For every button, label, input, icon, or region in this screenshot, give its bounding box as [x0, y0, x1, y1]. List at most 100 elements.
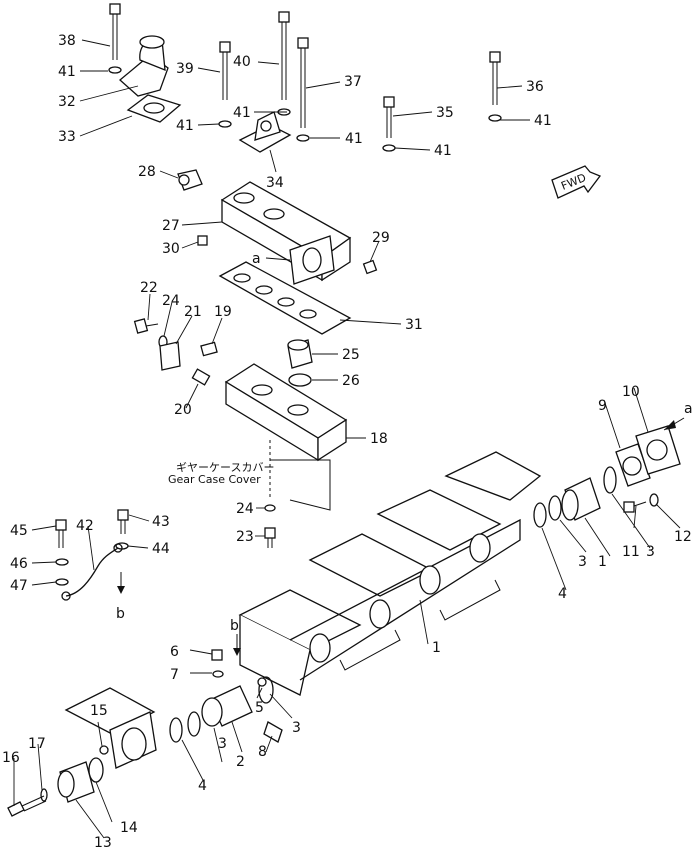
callout-14: 14: [120, 820, 138, 836]
callout-39: 39: [176, 61, 194, 77]
gear-case-cover: ギヤーケースカバー Gear Case Cover: [168, 440, 331, 511]
callout-5: 5: [255, 700, 264, 716]
plug-30: [197, 235, 208, 246]
flange-13: [57, 761, 95, 803]
bracket-21: [159, 341, 181, 371]
callout-41-b: 41: [176, 118, 194, 134]
callout-3-c: 3: [292, 720, 301, 736]
bolt-22: [133, 318, 159, 334]
spring-19: [200, 341, 218, 357]
callout-45: 45: [10, 523, 28, 539]
callout-24-b: 24: [236, 501, 254, 517]
callout-32: 32: [58, 94, 76, 110]
oring-14: [88, 757, 104, 783]
callout-15: 15: [90, 703, 108, 719]
callout-1: 1: [432, 640, 441, 656]
callout-47: 47: [10, 578, 28, 594]
oring-3-left-2: [187, 711, 201, 737]
callout-23: 23: [236, 529, 254, 545]
water-pipe-1: [309, 533, 501, 671]
seal-26: [288, 373, 312, 387]
bolt-38: [109, 3, 121, 60]
fitting-28: [177, 169, 203, 191]
bolt-35: [382, 96, 396, 152]
callout-16: 16: [2, 750, 20, 766]
bolt-39: [219, 41, 231, 100]
callout-10: 10: [622, 384, 640, 400]
plug-6: [211, 649, 223, 661]
callout-41-c: 41: [233, 105, 251, 121]
callout-27: 27: [162, 218, 180, 234]
bolt-40: [278, 11, 290, 100]
callout-24-a: 24: [162, 293, 180, 309]
manifold-27: [220, 181, 352, 285]
callout-38: 38: [58, 33, 76, 49]
connector-2: [201, 685, 253, 727]
washer-47: [55, 578, 69, 586]
callout-6: 6: [170, 644, 179, 660]
callout-8: 8: [258, 744, 267, 760]
elbow-flange-32: [119, 35, 169, 97]
bolt-43: [117, 509, 129, 534]
callout-34: 34: [266, 175, 284, 191]
callout-41-e: 41: [434, 143, 452, 159]
washer-41: [108, 66, 122, 74]
callout-21: 21: [184, 304, 202, 320]
callout-25: 25: [342, 347, 360, 363]
bolt-11: [623, 501, 647, 513]
ring-4-right: [533, 502, 547, 528]
callout-18: 18: [370, 431, 388, 447]
callout-19: 19: [214, 304, 232, 320]
callout-43: 43: [152, 514, 170, 530]
callout-41-d: 41: [345, 131, 363, 147]
oring-15: [99, 745, 109, 755]
callout-35: 35: [436, 105, 454, 121]
callout-31: 31: [405, 317, 423, 333]
oring-3-right: [548, 495, 562, 521]
bolt-45: [55, 519, 67, 548]
ring-4-left: [169, 717, 183, 743]
callout-3-d: 3: [218, 736, 227, 752]
callout-13: 13: [94, 835, 112, 849]
washer-24-lower: [264, 504, 276, 512]
washers-41-top: [218, 108, 310, 142]
housing-18: [224, 363, 348, 462]
connector-1-right: [561, 477, 601, 521]
callout-28: 28: [138, 164, 156, 180]
callout-22: 22: [140, 280, 158, 296]
callout-20: 20: [174, 402, 192, 418]
callout-26: 26: [342, 373, 360, 389]
oring-3-right-2: [603, 466, 617, 494]
callout-41-f: 41: [534, 113, 552, 129]
callout-labels: 38 41 32 33 39 40 37 36 35 41 41 41 41 4…: [2, 33, 693, 849]
callout-1-right: 1: [598, 554, 607, 570]
gasket-10: [635, 425, 681, 475]
callout-30: 30: [162, 241, 180, 257]
fitting-20: [191, 368, 211, 386]
bolt-23: [264, 527, 276, 548]
bolt-37: [297, 37, 309, 128]
callout-7: 7: [170, 667, 179, 683]
sensor-8: [263, 721, 283, 743]
callout-33: 33: [58, 129, 76, 145]
callout-3-b: 3: [646, 544, 655, 560]
leader-lines: [13, 39, 681, 839]
end-housing: [64, 687, 157, 769]
washer-17: [40, 788, 48, 802]
ref-b-left: b: [116, 606, 125, 622]
washer-12: [649, 493, 659, 507]
callout-42: 42: [76, 518, 94, 534]
bolt-36: [488, 51, 502, 122]
bolt-16: [7, 795, 47, 817]
gasket-33: [126, 94, 182, 123]
gasket-31: [218, 261, 352, 335]
callout-40: 40: [233, 54, 251, 70]
callout-41-a: 41: [58, 64, 76, 80]
ref-b-mid: b: [230, 618, 239, 634]
callout-29: 29: [372, 230, 390, 246]
thermostat-25: [287, 339, 313, 369]
gear-case-en-label: Gear Case Cover: [168, 473, 261, 486]
callout-9: 9: [598, 398, 607, 414]
callout-4-right: 4: [558, 586, 567, 602]
